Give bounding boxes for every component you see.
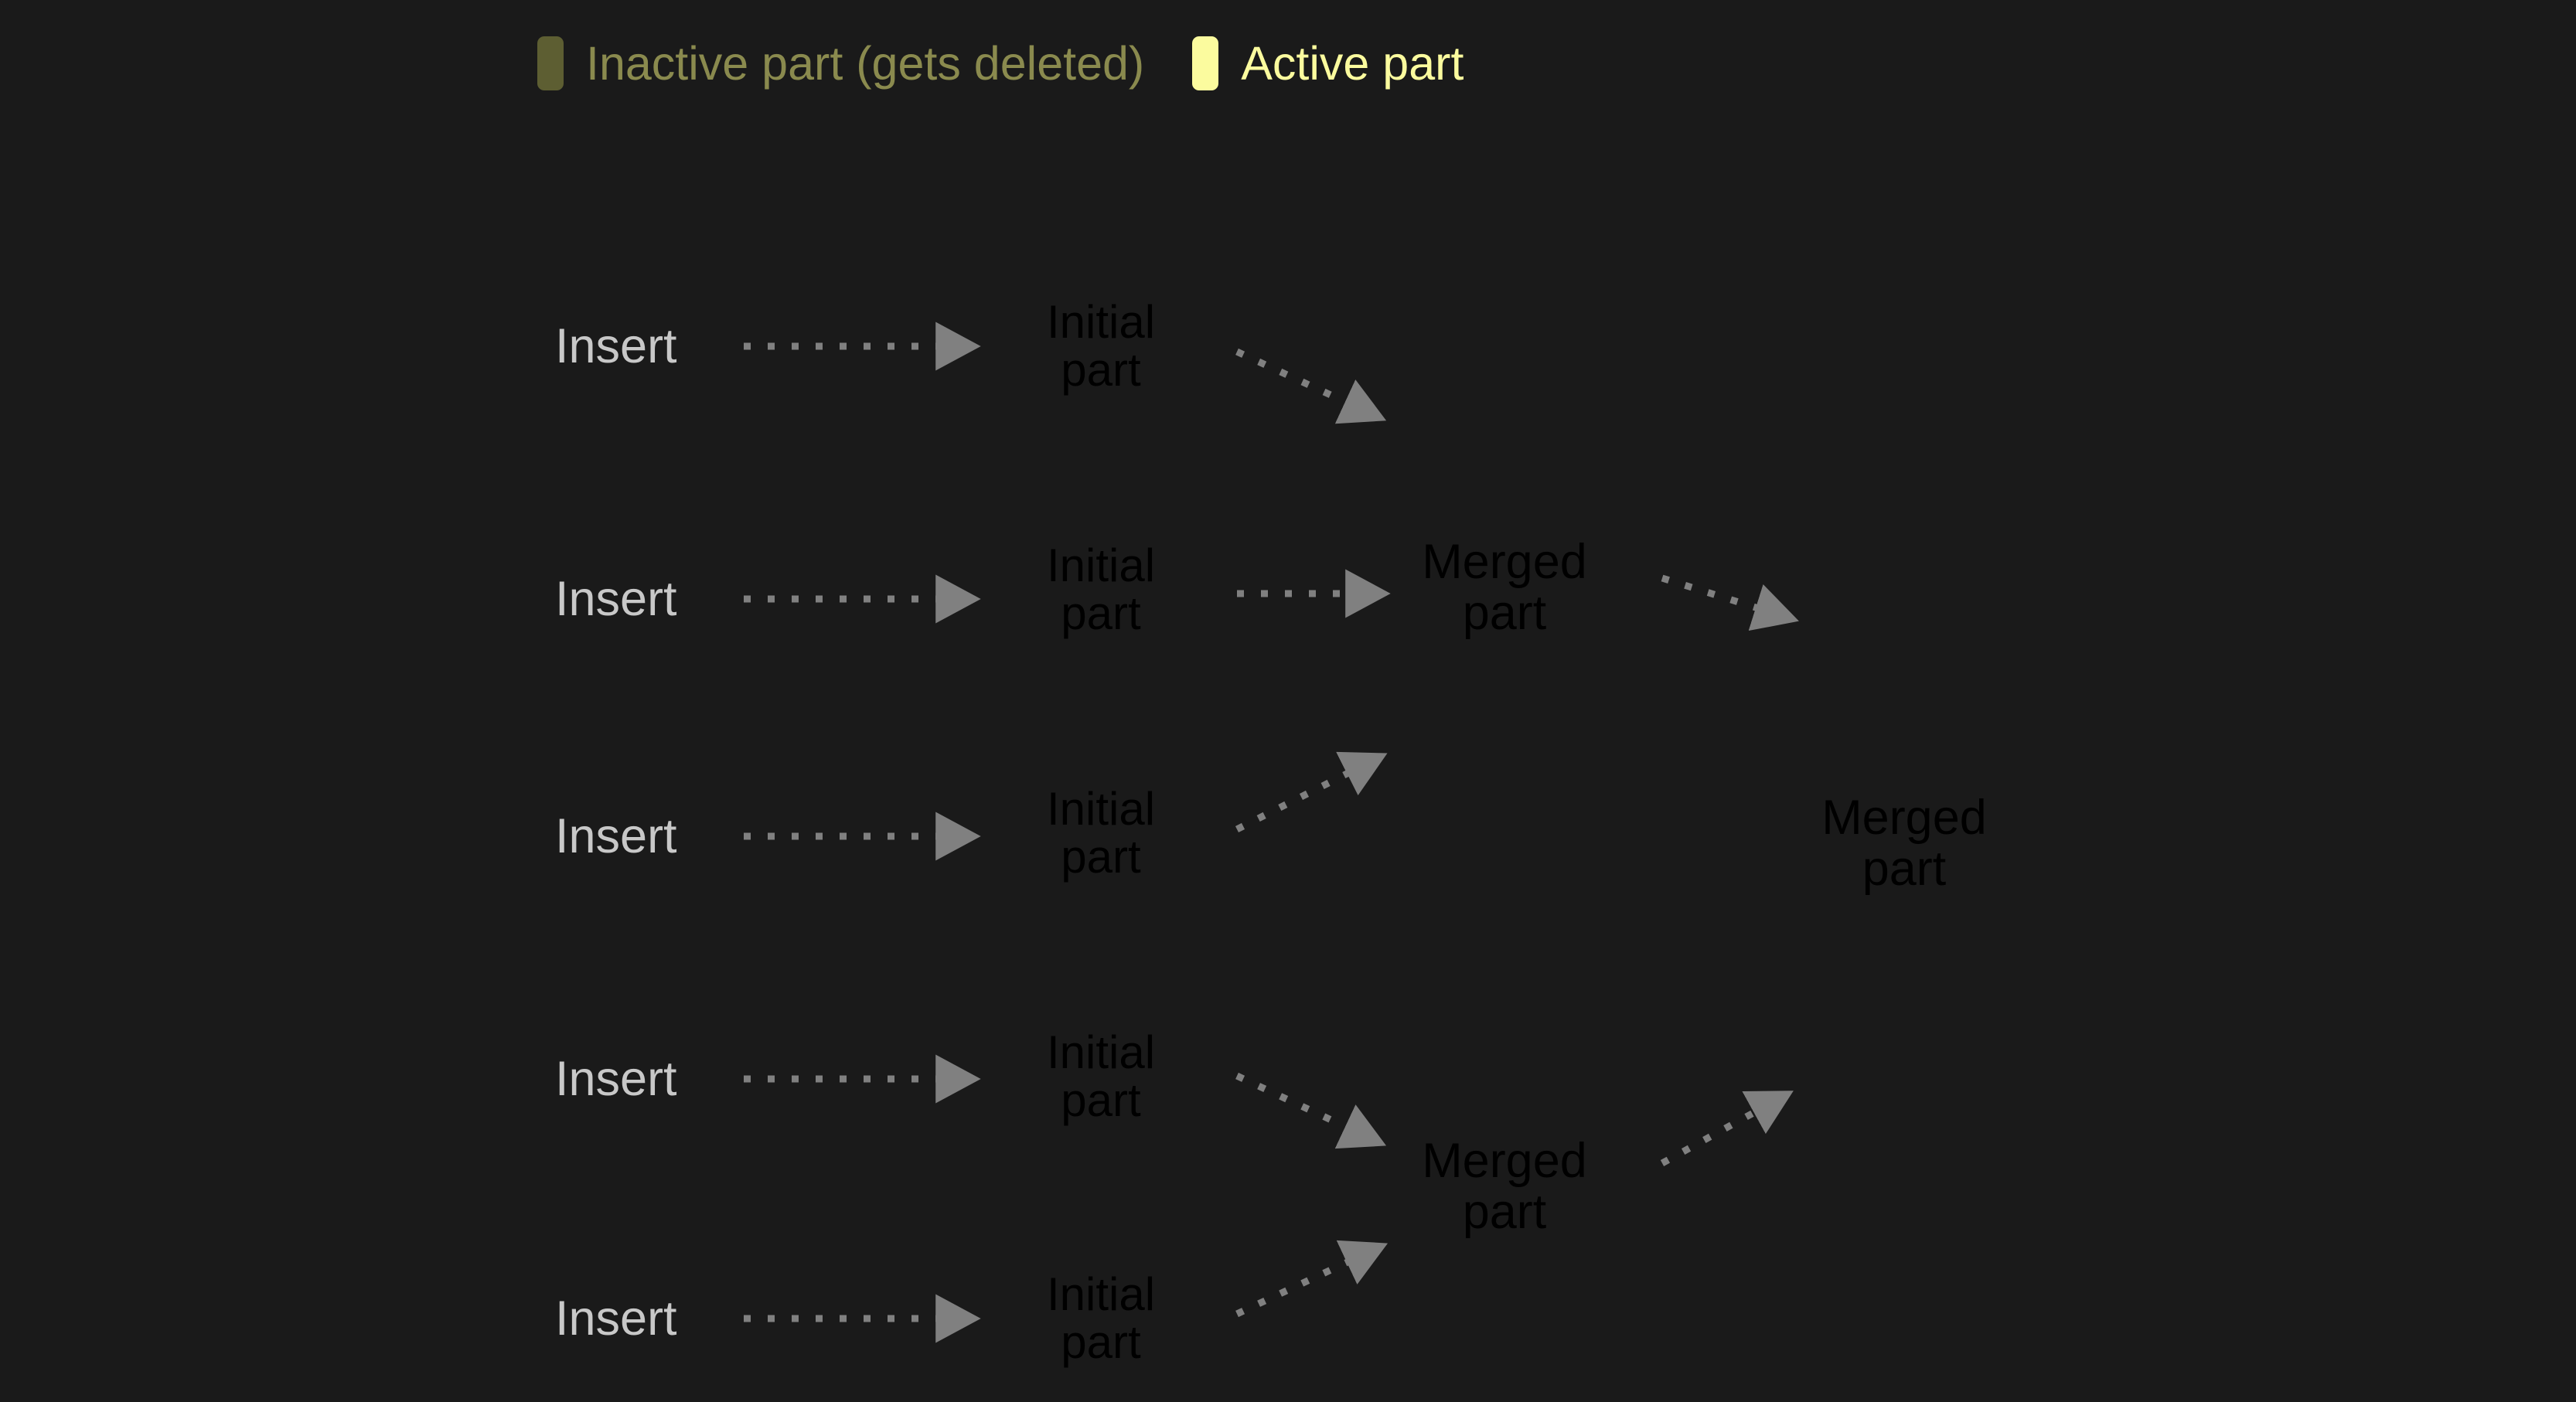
legend: Inactive part (gets deleted) Active part	[537, 31, 1463, 96]
arrow-merged-1-to-active	[1661, 574, 1799, 631]
arrow-initial-3-to-merged-1	[1235, 751, 1388, 833]
insert-label-5: Insert	[555, 1291, 677, 1346]
arrow-merged-2-to-active	[1660, 1091, 1794, 1166]
insert-label-4: Insert	[555, 1052, 677, 1106]
legend-swatch-active-icon	[1192, 36, 1219, 90]
arrow-initial-1-to-merged-1	[1235, 348, 1387, 424]
insert-label-1: Insert	[555, 319, 677, 373]
arrow-initial-5-to-merged-2	[1235, 1240, 1389, 1318]
insert-label-2: Insert	[555, 572, 677, 626]
legend-item-inactive: Inactive part (gets deleted)	[537, 36, 1144, 90]
arrow-initial-4-to-merged-2	[1235, 1072, 1387, 1149]
legend-item-active: Active part	[1192, 36, 1463, 90]
insert-label-3: Insert	[555, 809, 677, 863]
legend-swatch-inactive-icon	[537, 36, 564, 90]
legend-label-active: Active part	[1241, 36, 1464, 90]
legend-label-inactive: Inactive part (gets deleted)	[586, 36, 1145, 90]
